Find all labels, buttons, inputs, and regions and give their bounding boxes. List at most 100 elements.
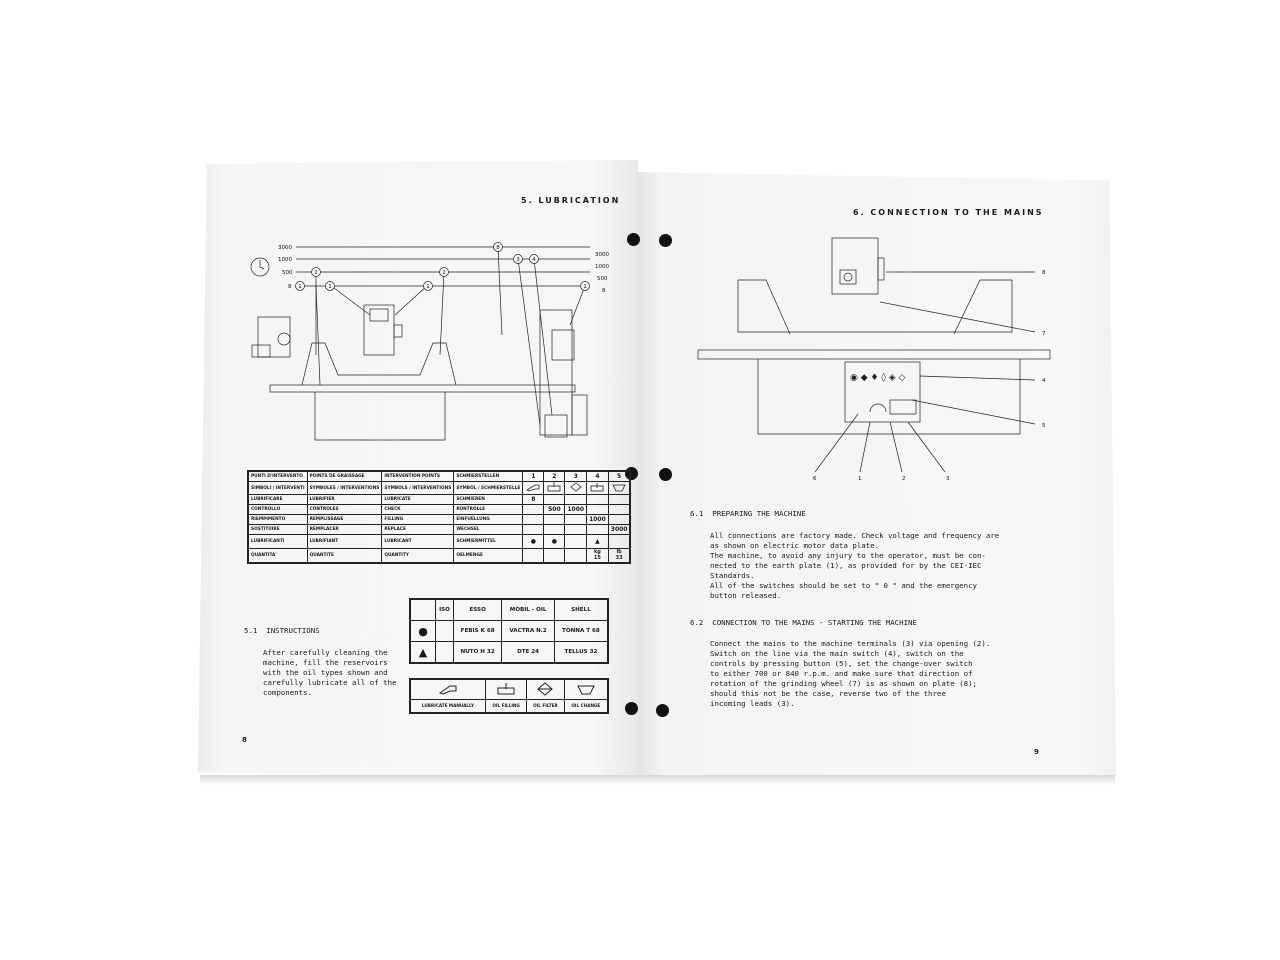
table-cell: REMPLACER [306,524,383,535]
diagram-callout: 2 [902,476,906,482]
triangle-symbol-icon: ▲ [409,641,436,664]
legend-label: OIL FILTER [526,698,565,714]
binder-hole-bottom [625,702,638,715]
preparing-body: All connections are factory made. Check … [710,531,1000,600]
svg-text:◉ ◆ ♦ ◊ ◈ ◇: ◉ ◆ ♦ ◊ ◈ ◇ [850,372,906,383]
table-cell [522,514,545,525]
table-cell [564,534,588,549]
table-cell [564,548,588,563]
oil-change-icon [563,678,609,700]
table-cell: SYMBOLES / INTERVENTIONS [306,481,383,495]
table-header-cell: 3 [564,470,588,482]
legend-label: LUBRICATE MANUALLY [409,698,486,714]
table-row: LUBRIFICANTI LUBRIFIANT LUBRICANT SCHMIE… [247,534,631,549]
table-cell: QUANTITA' [247,548,308,563]
table-cell [409,598,436,621]
table-cell: LUBRIFIER [306,494,383,505]
table-cell [586,524,609,535]
table-header-cell: SCHMIERSTELLEN [453,470,524,482]
oil-can-icon [522,481,545,495]
binder-hole-bottom-right [656,704,669,717]
level-label: 500 [282,270,293,276]
table-row: RIEMPIMENTO REMPLISSAGE FILLING EINFUELL… [247,514,631,525]
table-header-cell: 4 [586,470,609,482]
table-cell: LUBRIFIANT [306,534,383,549]
table-header-cell: ESSO [453,598,503,621]
diagram-callout: 1 [426,284,430,290]
level-label: 8 [602,288,606,294]
table-cell [607,514,631,525]
preparing-heading: 6.1 PREPARING THE MACHINE [690,509,806,518]
level-label: 3000 [278,245,292,251]
symbol-legend: LUBRICATE MANUALLY OIL FILLING OIL FILTE… [409,678,609,714]
table-cell [543,548,566,563]
table-cell: 1000 [586,514,609,525]
table-row: ● FEBIS K 68 VACTRA N.2 TONNA T 68 [409,620,609,642]
diagram-callout: 1 [583,284,587,290]
legend-label: OIL CHANGE [563,698,609,714]
table-cell: SOSTITUIRE [247,524,308,535]
table-row: SOSTITUIRE REMPLACER REPLACE WECHSEL 300… [247,524,631,535]
diagram-callout: 4 [1042,378,1046,384]
table-cell [543,514,566,525]
level-label: 500 [597,276,608,282]
table-cell [564,494,588,505]
table-cell: CHECK [381,504,455,515]
table-cell: KONTROLLE [453,504,524,515]
instructions-body: After carefully cleaning the machine, fi… [263,648,397,697]
lubrication-diagram: 8 2 2 1 1 1 3 4 1 3000 1000 500 8 3000 1… [250,242,609,441]
instructions-heading: 5.1 INSTRUCTIONS [244,626,320,635]
table-cell: CONTROLES [306,504,383,515]
table-cell: WECHSEL [453,524,524,535]
table-cell: 500 [543,504,566,515]
table-header-cell: INTERVENTION POINTS [381,470,455,482]
diagram-callout: 1 [858,476,862,482]
table-cell [564,514,588,525]
oil-filter-icon [526,678,565,700]
table-cell: 8 [522,494,545,505]
table-header-cell: PUNTI D'INTERVENTO [247,470,308,482]
table-cell: TELLUS 32 [553,641,609,664]
table-cell: LUBRIFICARE [247,494,308,505]
table-cell [607,504,631,515]
table-cell: SCHMIEREN [453,494,524,505]
table-cell: SCHMIERMITTEL [453,534,524,549]
table-cell: FEBIS K 68 [453,620,503,642]
diagram-callout: 5 [1042,423,1046,429]
diagram-callout: 7 [1042,331,1046,337]
table-cell: QUANTITY [381,548,455,563]
diagram-callout: 2 [314,270,318,276]
oil-types-table: ISO ESSO MOBIL - OIL SHELL ● FEBIS K 68 … [409,598,609,664]
table-cell: 1000 [564,504,588,515]
triangle-symbol-icon: ▲ [586,534,609,549]
table-cell [607,534,631,549]
diagram-callout: 2 [442,270,446,276]
table-row: CONTROLLO CONTROLES CHECK KONTROLLE 500 … [247,504,631,515]
table-cell [586,494,609,505]
table-header-cell: 5 [607,470,631,482]
diagram-callout: 1 [298,284,302,290]
table-cell: REPLACE [381,524,455,535]
diagram-callout: 3 [516,257,520,263]
table-cell: SIMBOLI / INTERVENTI [247,481,308,495]
left-page-header: 5. LUBRICATION [521,196,621,205]
table-cell: REMPLISSAGE [306,514,383,525]
circle-symbol-icon: ● [522,534,545,549]
table-cell: RIEMPIMENTO [247,514,308,525]
legend-label: OIL FILLING [484,698,528,714]
table-header-cell: POINTS DE GRAISSAGE [306,470,383,482]
right-page [638,172,1116,783]
binder-hole-top [627,233,640,246]
table-cell: 3000 [607,524,631,535]
starting-heading: 6.2 CONNECTION TO THE MAINS - STARTING T… [690,618,917,627]
table-cell: SYMBOL / SCHMIERSTELLE [453,481,524,495]
table-cell [522,524,545,535]
table-cell: LUBRICANT [381,534,455,549]
lubrication-schedule-table: PUNTI D'INTERVENTO POINTS DE GRAISSAGE I… [247,470,632,564]
table-header-cell: 2 [543,470,566,482]
table-cell: LUBRICATE [381,494,455,505]
oil-filling-icon [543,481,566,495]
table-cell [434,641,455,664]
